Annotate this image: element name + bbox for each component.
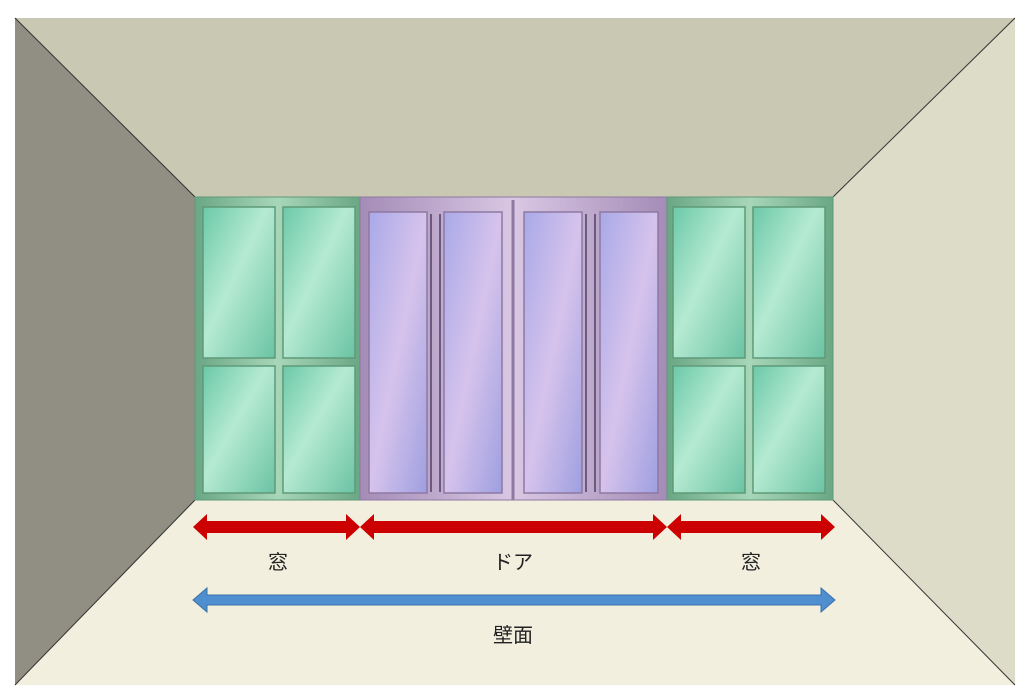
- window-left-dimension-arrow: [193, 514, 360, 540]
- window-left-label: 窓: [268, 550, 288, 574]
- sliding-window-icon: [666, 196, 834, 501]
- floor: [15, 500, 1015, 685]
- door-label: ドア: [493, 550, 533, 574]
- window-right-dimension-arrow: [667, 514, 835, 540]
- wall-surface-dimension-arrow: [192, 586, 836, 614]
- double-sliding-door-icon: [359, 196, 668, 501]
- ceiling: [15, 18, 1015, 197]
- room-edges: [14, 17, 1016, 686]
- wall-surface-label: 壁面: [493, 623, 533, 647]
- window-right-label: 窓: [741, 550, 761, 574]
- right-wall: [833, 18, 1015, 685]
- sliding-window-icon: [194, 196, 361, 501]
- left-wall: [15, 18, 195, 685]
- door-dimension-arrow: [360, 514, 667, 540]
